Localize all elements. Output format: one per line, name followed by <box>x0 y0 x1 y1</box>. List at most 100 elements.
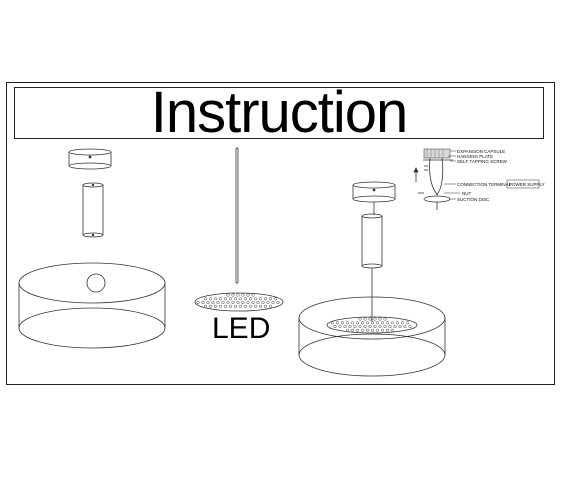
callout-labels: EXPANSION CAPSULE HANGING PLATE SELF TAP… <box>457 149 545 202</box>
led-dot <box>233 297 238 301</box>
led-dot <box>360 328 365 332</box>
led-dot <box>383 324 387 329</box>
led-dot <box>248 304 253 308</box>
led-dot <box>378 317 382 321</box>
led-dot <box>246 293 250 297</box>
led-dot <box>258 297 263 301</box>
led-dot <box>333 324 337 329</box>
led-dot <box>268 304 273 308</box>
led-dot <box>201 300 205 305</box>
led-dot <box>363 324 367 329</box>
led-module <box>194 292 284 312</box>
callout-suction-disc: SUCTION DISC <box>457 197 490 202</box>
led-dot <box>243 304 248 308</box>
led-dot <box>400 321 405 325</box>
led-dot <box>251 293 255 297</box>
led-dot <box>206 300 210 305</box>
led-dot <box>378 324 382 329</box>
led-dot <box>233 304 238 308</box>
led-dot <box>353 324 357 329</box>
led-dot <box>218 304 223 308</box>
led-dot <box>380 321 385 325</box>
led-dot <box>390 328 395 332</box>
led-dot <box>241 300 245 305</box>
led-dot <box>345 321 350 325</box>
led-dot <box>261 300 265 305</box>
led-dot <box>268 297 273 301</box>
led-dot <box>405 321 410 325</box>
led-dot <box>226 293 230 297</box>
led-dot <box>390 321 395 325</box>
led-dot <box>228 297 233 301</box>
led-dot <box>373 324 377 329</box>
assembled-canopy <box>352 181 396 215</box>
led-dot <box>355 328 360 332</box>
led-dot <box>266 300 270 305</box>
drum-shade-left <box>18 262 166 349</box>
led-dot <box>340 321 345 325</box>
led-dot <box>223 297 228 301</box>
led-dot <box>248 297 253 301</box>
led-dot <box>403 324 407 329</box>
led-dot <box>231 293 235 297</box>
instruction-sheet-frame <box>6 82 555 385</box>
led-dot <box>380 328 385 332</box>
led-dot <box>358 317 362 321</box>
led-dot <box>241 293 245 297</box>
led-dot <box>246 300 250 305</box>
led-dot <box>363 317 367 321</box>
led-dot <box>370 328 375 332</box>
led-dot <box>213 304 218 308</box>
led-dot <box>355 321 360 325</box>
led-dot <box>256 300 260 305</box>
led-dot <box>408 324 412 329</box>
led-dot <box>208 304 213 308</box>
led-dot <box>196 300 200 305</box>
led-dot <box>348 324 352 329</box>
led-dot <box>388 324 392 329</box>
led-dot <box>330 321 335 325</box>
led-dot <box>203 304 208 308</box>
led-dot <box>216 300 220 305</box>
led-dot <box>221 300 225 305</box>
led-dot <box>251 300 255 305</box>
led-dot <box>263 297 268 301</box>
led-dot <box>253 304 258 308</box>
led-label: LED <box>212 312 271 345</box>
led-dot <box>273 297 278 301</box>
led-dot <box>393 324 397 329</box>
led-dot <box>365 328 370 332</box>
callout-hanging-plate: HANGING PLATE <box>457 154 493 159</box>
led-dot <box>253 297 258 301</box>
led-dot <box>218 297 223 301</box>
led-dot <box>223 304 228 308</box>
callout-connection-terminal: CONNECTION TERMINAL <box>457 182 512 187</box>
callout-expansion-capsule: EXPANSION CAPSULE <box>457 149 505 154</box>
led-dot <box>370 321 375 325</box>
callout-self-tapping-screw: SELF TAPPING SCREW <box>457 159 508 164</box>
led-dot <box>236 300 240 305</box>
led-dot <box>383 317 387 321</box>
led-dot <box>211 300 215 305</box>
led-dot <box>231 300 235 305</box>
assembled-tube <box>361 213 383 322</box>
led-dot <box>365 321 370 325</box>
led-dot <box>350 328 355 332</box>
led-dot <box>385 321 390 325</box>
suspension-rod <box>235 147 239 284</box>
title-box: Instruction <box>14 84 544 142</box>
led-dot <box>243 297 248 301</box>
led-dot <box>203 297 208 301</box>
led-dot <box>258 304 263 308</box>
led-dot <box>385 328 390 332</box>
led-dot <box>338 324 342 329</box>
led-dot <box>226 300 230 305</box>
led-dot <box>375 321 380 325</box>
led-dot <box>395 321 400 325</box>
led-dot <box>335 321 340 325</box>
led-dot <box>213 297 218 301</box>
assembled-drum-shade <box>298 296 446 377</box>
led-dot <box>360 321 365 325</box>
led-dot <box>276 300 280 305</box>
led-dot <box>238 304 243 308</box>
